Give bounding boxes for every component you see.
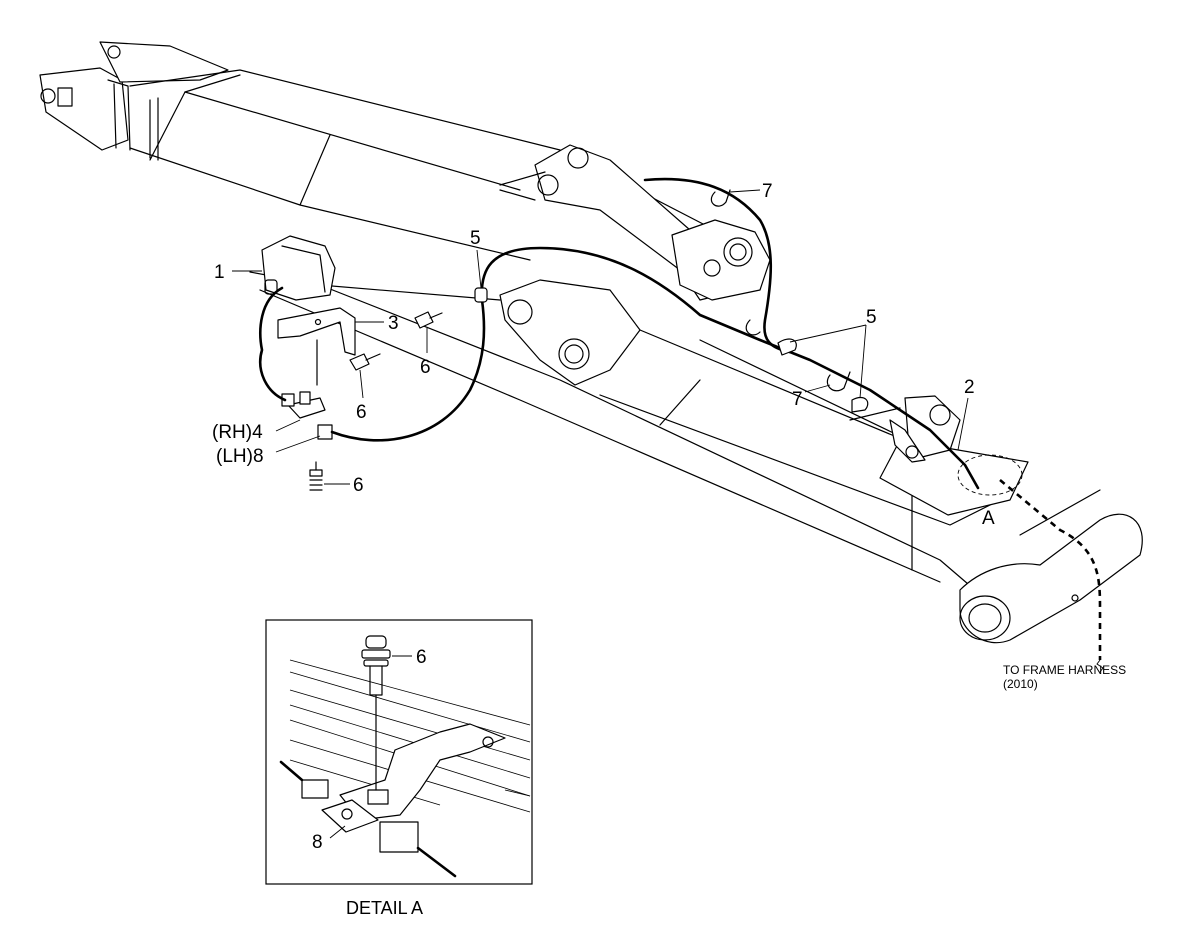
callout-6-detail: 6 bbox=[416, 647, 427, 668]
callout-6-lower: 6 bbox=[353, 475, 364, 496]
frame-harness-ref: (2010) bbox=[1003, 677, 1038, 691]
wire-harness bbox=[258, 177, 1104, 673]
callout-1: 1 bbox=[214, 262, 225, 283]
callout-a: A bbox=[982, 508, 995, 529]
detail-a-panel bbox=[265, 619, 533, 885]
frame-harness-note: TO FRAME HARNESS bbox=[1003, 663, 1126, 677]
callout-5-upper: 5 bbox=[470, 228, 481, 249]
callout-8-detail: 8 bbox=[312, 832, 323, 853]
bolts-6 bbox=[309, 311, 443, 491]
callout-6-upper: 6 bbox=[420, 357, 431, 378]
cylinder-brackets bbox=[499, 144, 961, 463]
detail-a-title: DETAIL A bbox=[346, 898, 423, 918]
detail-a-marker bbox=[957, 454, 1023, 496]
callout-lh-8: (LH)8 bbox=[216, 446, 264, 467]
callout-5-right: 5 bbox=[866, 307, 877, 328]
boom-assembly bbox=[249, 271, 1143, 644]
work-lamp bbox=[261, 235, 356, 440]
arm-assembly bbox=[39, 41, 706, 261]
callout-7-lower: 7 bbox=[792, 389, 803, 410]
callout-7-upper: 7 bbox=[762, 181, 773, 202]
callout-rh-4: (RH)4 bbox=[212, 422, 263, 443]
clamp-5-top bbox=[474, 287, 488, 303]
leader-lines bbox=[232, 189, 969, 485]
callout-2: 2 bbox=[964, 377, 975, 398]
clip-7 bbox=[710, 189, 851, 392]
callout-3: 3 bbox=[388, 313, 399, 334]
callout-6-mid: 6 bbox=[356, 402, 367, 423]
